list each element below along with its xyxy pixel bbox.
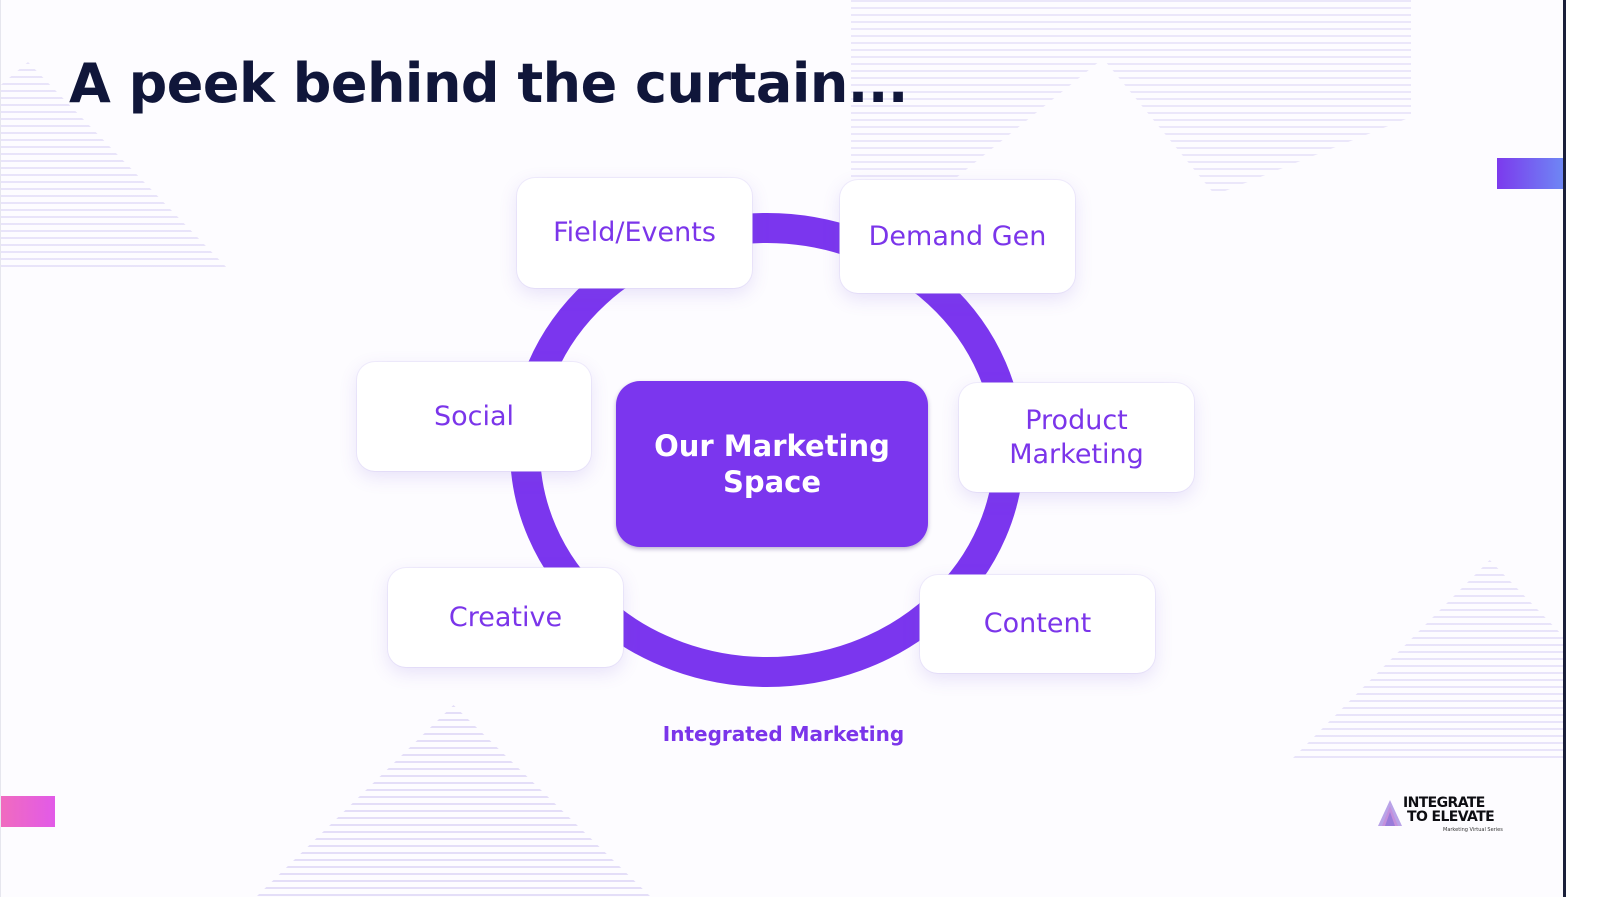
- center-line2: Space: [722, 465, 822, 499]
- integrate-to-elevate-logo: INTEGRATE TO ELEVATE Marketing Virtual S…: [1377, 795, 1503, 840]
- team-card-creative[interactable]: Creative: [388, 568, 623, 667]
- team-card-product-marketing[interactable]: Product Marketing: [959, 383, 1194, 492]
- ring-caption: Integrated Marketing: [662, 722, 905, 746]
- team-label-line2: Marketing: [1009, 438, 1144, 470]
- slide: A peek behind the curtain... Field/Event…: [0, 0, 1566, 897]
- team-label: Creative: [448, 601, 563, 633]
- team-card-field-events[interactable]: Field/Events: [517, 178, 752, 288]
- logo-line1: INTEGRATE: [1403, 795, 1485, 811]
- team-card-demand-gen[interactable]: Demand Gen: [840, 180, 1075, 293]
- accent-bar-right: [1497, 158, 1563, 189]
- center-marketing-space[interactable]: Our Marketing Space: [616, 381, 928, 547]
- accent-bar-left: [1, 796, 55, 827]
- logo-subtitle: Marketing Virtual Series: [1443, 827, 1503, 833]
- team-label: Demand Gen: [868, 220, 1047, 252]
- team-label: Field/Events: [553, 217, 716, 248]
- triangle-logo-icon: [1378, 800, 1402, 826]
- team-label-line1: Product: [1025, 404, 1128, 436]
- logo-line2: TO ELEVATE: [1407, 809, 1495, 825]
- team-label: Social: [433, 400, 515, 432]
- slide-title: A peek behind the curtain...: [69, 52, 908, 115]
- team-card-content[interactable]: Content: [920, 575, 1155, 673]
- team-card-social[interactable]: Social: [357, 362, 591, 471]
- team-label: Content: [983, 608, 1092, 639]
- center-line1: Our Marketing: [654, 429, 890, 463]
